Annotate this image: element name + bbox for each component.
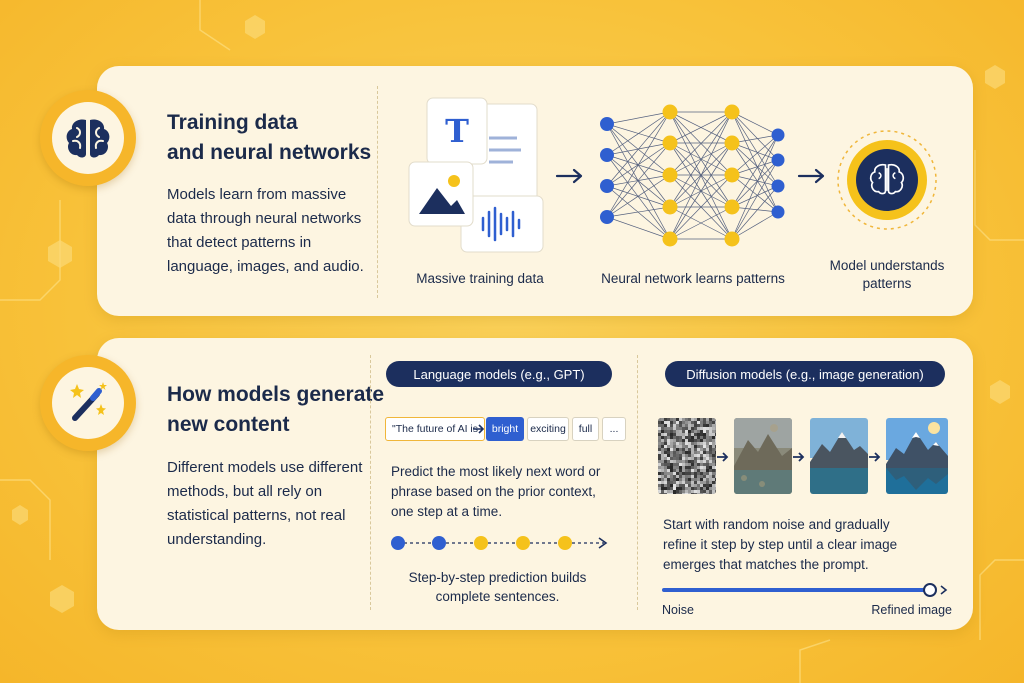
network-node xyxy=(724,199,740,215)
network-node xyxy=(662,135,678,151)
section-title-generation: How models generate new content xyxy=(167,380,384,440)
diffusion-models-pill: Diffusion models (e.g., image generation… xyxy=(665,361,945,387)
network-node xyxy=(600,148,614,162)
network-node xyxy=(600,117,614,131)
network-node xyxy=(724,135,740,151)
panel2-divider-left xyxy=(370,355,371,610)
network-node xyxy=(724,167,740,183)
refined-mountain-image xyxy=(886,418,948,494)
magic-wand-icon xyxy=(70,382,107,421)
brain-icon xyxy=(869,163,905,195)
language-models-description: Predict the most likely next word or phr… xyxy=(391,464,601,519)
network-node xyxy=(662,199,678,215)
network-node xyxy=(662,231,678,247)
prediction-steps-timeline xyxy=(391,536,608,550)
magic-wand-badge xyxy=(40,355,136,451)
token-exciting: exciting xyxy=(527,417,569,441)
arrow-right-icon xyxy=(869,452,881,462)
panel1-divider xyxy=(377,86,378,298)
token-full: full xyxy=(572,417,599,441)
training-data-documents-illustration: T xyxy=(408,97,544,253)
section-title-line2: and neural networks xyxy=(167,141,372,164)
token-ellipsis: ... xyxy=(602,417,626,441)
neural-network-diagram xyxy=(600,104,785,247)
flow-label-model-understands: Model understands patterns xyxy=(829,258,945,291)
network-node xyxy=(600,179,614,193)
brain-icon xyxy=(66,119,110,158)
token-bright: bright xyxy=(486,417,524,441)
language-models-caption: Step-by-step prediction builds complete … xyxy=(408,570,587,604)
model-brain-badge xyxy=(837,130,937,230)
network-node xyxy=(771,153,785,167)
refining-mountain-image xyxy=(810,418,868,494)
slider-label-refined: Refined image xyxy=(871,603,952,617)
arrow-right-icon xyxy=(473,424,485,434)
section-description-generation: Different models use different methods, … xyxy=(167,459,363,548)
section-description-training: Models learn from massive data through n… xyxy=(167,186,364,275)
noise-to-image-slider xyxy=(662,583,948,597)
panel2-divider-middle xyxy=(637,355,638,610)
section-title-line2: new content xyxy=(167,413,290,436)
diffusion-models-description: Start with random noise and gradually re… xyxy=(663,517,898,572)
language-models-pill: Language models (e.g., GPT) xyxy=(386,361,612,387)
flow-label-training-data: Massive training data xyxy=(416,271,544,286)
noise-image xyxy=(658,418,716,494)
arrow-right-icon xyxy=(797,168,825,184)
network-node xyxy=(771,128,785,142)
slider-label-noise: Noise xyxy=(662,603,694,617)
section-title-training: Training data and neural networks xyxy=(167,108,371,168)
arrow-right-icon xyxy=(717,452,729,462)
token-prompt: "The future of AI is xyxy=(385,417,485,441)
network-node xyxy=(724,231,740,247)
svg-text:T: T xyxy=(445,112,469,150)
partial-mountain-image xyxy=(734,418,792,494)
arrow-right-icon xyxy=(555,168,583,184)
network-node xyxy=(662,167,678,183)
brain-badge xyxy=(40,90,136,186)
section-title-line1: Training data xyxy=(167,111,298,134)
network-node xyxy=(600,210,614,224)
network-node xyxy=(771,179,785,193)
network-node xyxy=(662,104,678,120)
arrow-right-icon xyxy=(793,452,805,462)
flow-label-neural-network: Neural network learns patterns xyxy=(601,271,785,286)
section-title-line1: How models generate xyxy=(167,383,385,406)
network-node xyxy=(724,104,740,120)
network-node xyxy=(771,205,785,219)
